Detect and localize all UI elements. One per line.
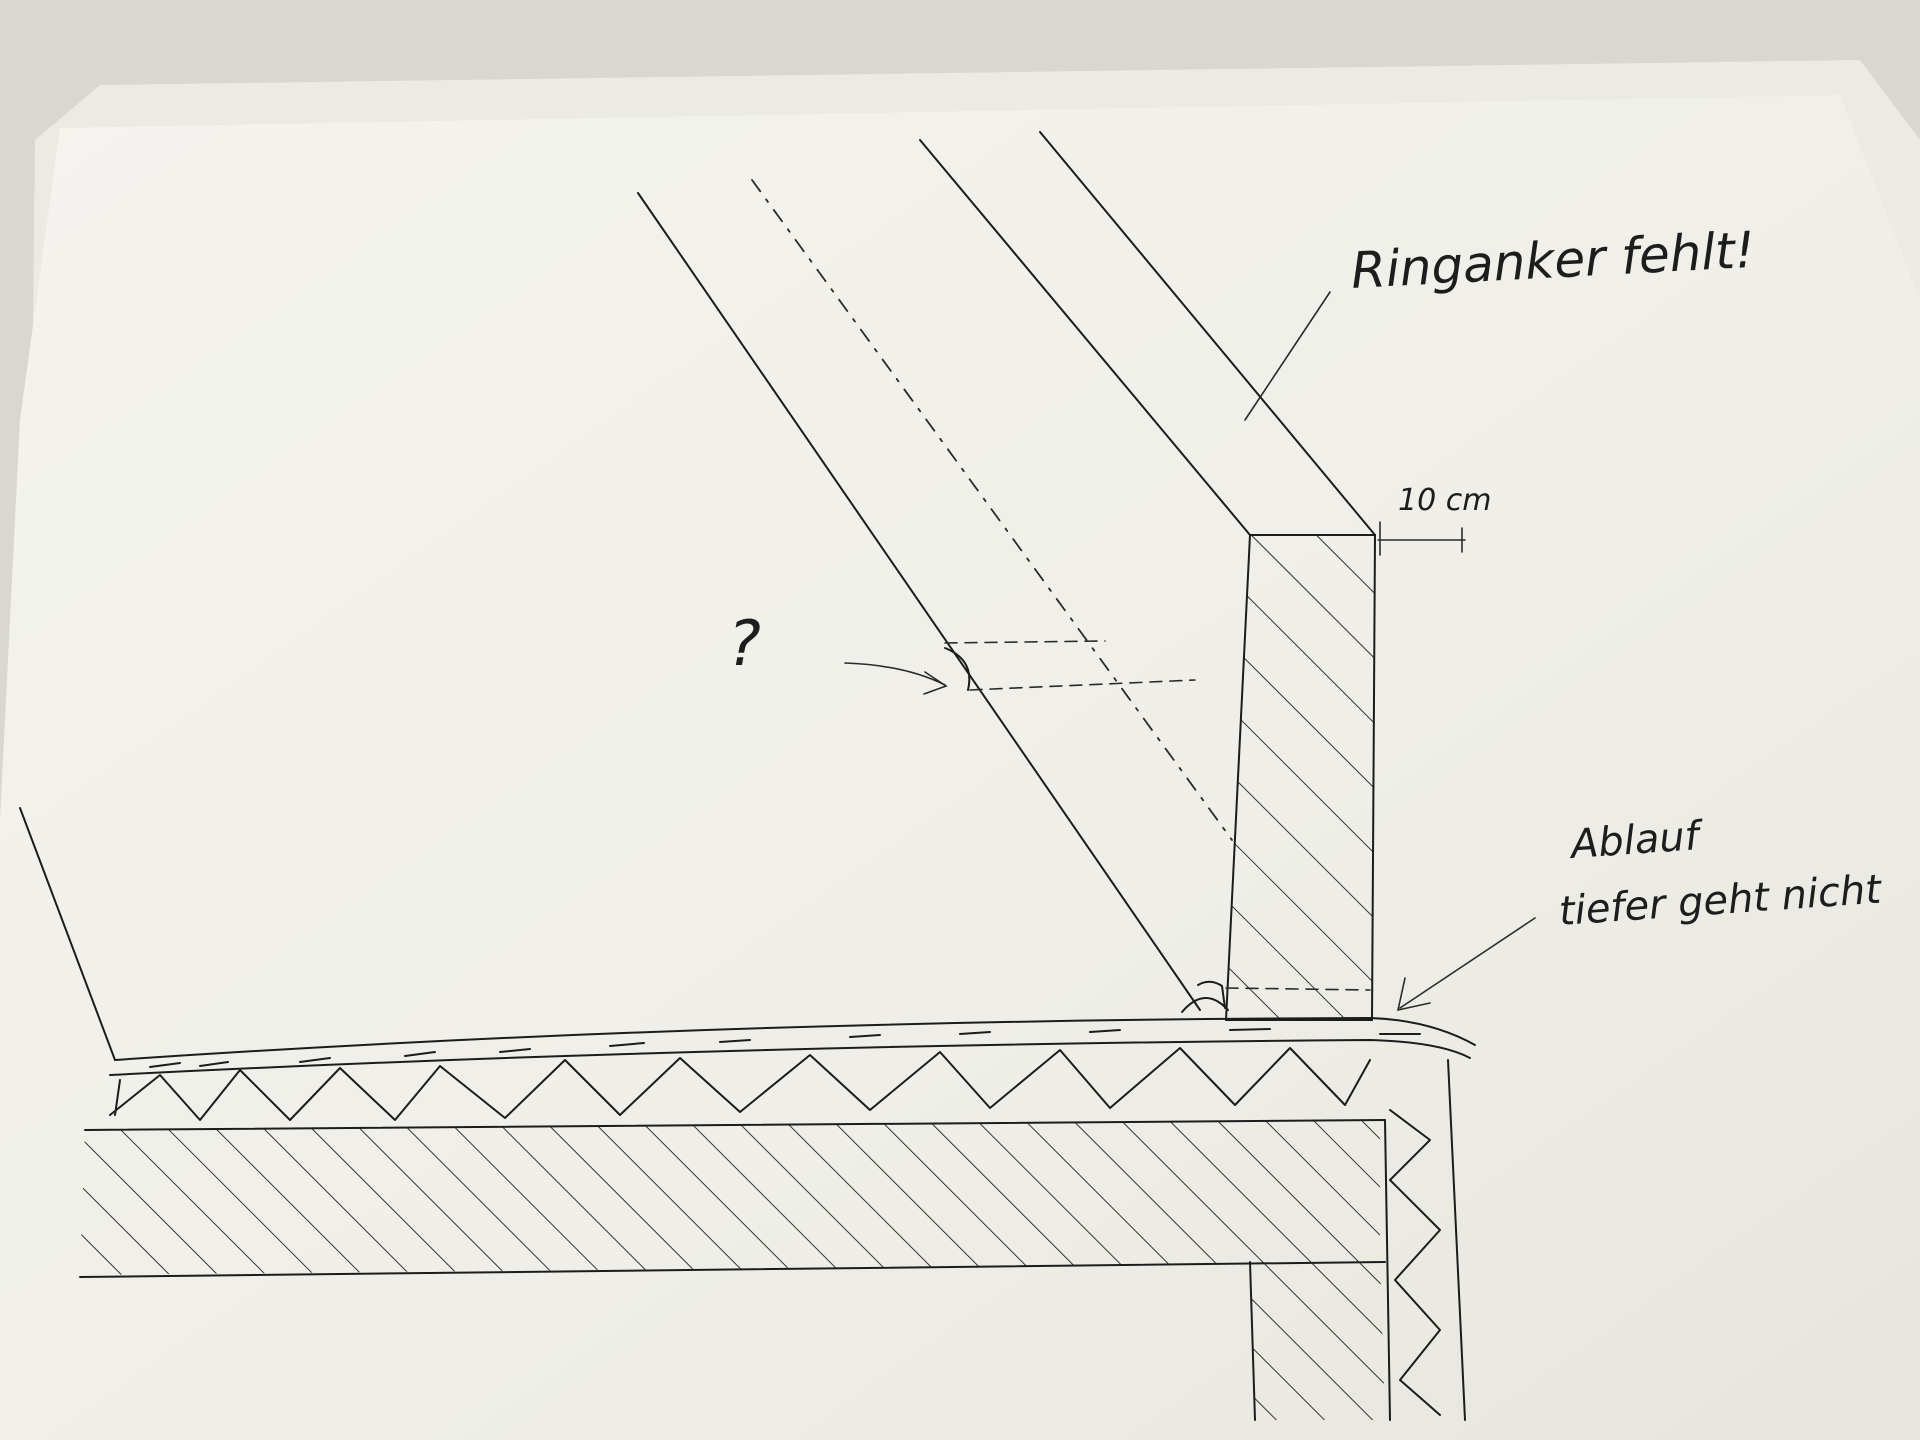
note-drain-line1: Ablauf — [1566, 813, 1706, 868]
drain-detail — [1181, 980, 1371, 1013]
floor-finish-marks — [149, 1028, 1421, 1068]
lower-wall-hatch — [1250, 1262, 1385, 1420]
knee-wall — [1224, 534, 1377, 1021]
rafter-drawing — [637, 131, 1376, 1011]
lower-wall-outer — [1447, 1059, 1466, 1421]
drain-dash — [1225, 987, 1371, 991]
rafter-upper-line-1 — [919, 139, 1251, 536]
question-arrow-head — [923, 671, 948, 695]
slab-top-line — [84, 1119, 1386, 1131]
dimension-label: 10 cm — [1398, 483, 1491, 518]
front-paper-sheet — [0, 95, 1920, 1440]
facade-insulation-zigzag — [1389, 1109, 1441, 1416]
drain-curve — [1181, 997, 1229, 1013]
concrete-slab-hatch — [80, 1120, 1380, 1275]
lower-wall-left — [1249, 1261, 1256, 1421]
drain-leader — [1396, 917, 1536, 1012]
floor-section — [19, 807, 1476, 1421]
question-detail: ? — [728, 607, 1196, 695]
slab-bottom-line — [79, 1261, 1386, 1278]
drain-arrow-head — [1396, 977, 1431, 1012]
rafter-axis-dashed — [751, 179, 1233, 841]
left-edge-line — [19, 807, 116, 1061]
floor-finish-bottom — [109, 1039, 1471, 1076]
drain-arrow-shaft — [1399, 917, 1536, 1009]
question-mark: ? — [728, 607, 761, 680]
knee-wall-hatch — [1224, 534, 1377, 1021]
detail-arc — [944, 647, 971, 691]
leader-top-note — [1244, 291, 1331, 421]
rafter-lower-line — [637, 192, 1201, 1011]
rafter-upper-line-2 — [1039, 131, 1376, 536]
drain-blob — [1197, 980, 1226, 1009]
insulation-zigzag — [109, 1047, 1371, 1121]
detail-dash-bottom — [969, 679, 1196, 691]
floor-finish-top — [114, 1017, 1476, 1061]
dimension-marker: 10 cm — [1377, 483, 1491, 556]
detail-dash-top — [944, 640, 1106, 644]
question-arrow-shaft — [844, 662, 946, 686]
lower-wall-inner — [1384, 1119, 1391, 1421]
